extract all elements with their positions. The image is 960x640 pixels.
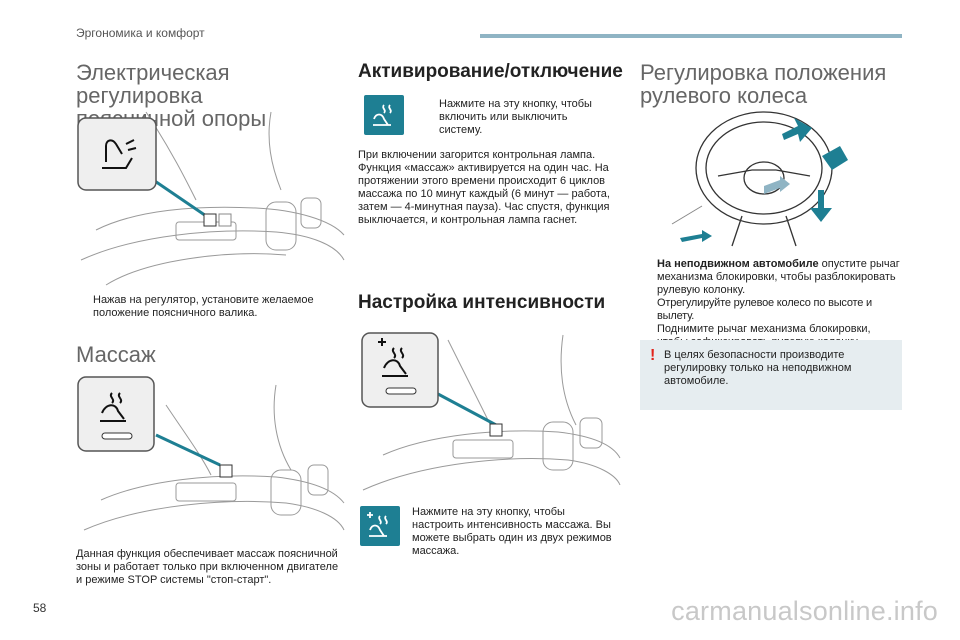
steering-title: Регулировка положения рулевого колеса: [640, 61, 902, 107]
section-header: Эргономика и комфорт: [76, 26, 205, 40]
massage-button-icon: [364, 95, 404, 135]
steering-wheel-illustration: [671, 111, 848, 247]
massage-seat-illustration: [77, 376, 345, 531]
lumbar-instructions: Нажав на регулятор, установите желаемое …: [76, 294, 346, 320]
page-number: 58: [33, 601, 47, 615]
lumbar-title-line1: Электрическая регулировка: [76, 60, 230, 108]
steering-bullet-1: На неподвижном автомобиле опустите рычаг…: [657, 258, 900, 296]
warning-icon: !: [650, 347, 656, 364]
steering-bullet-2: Отрегулируйте рулевое колесо по высоте и…: [657, 297, 872, 322]
intensity-title: Настройка интенсивности: [358, 292, 606, 313]
header-bar: [480, 34, 902, 38]
steering-title-line2: рулевого колеса: [640, 83, 808, 108]
activation-instructions: Нажмите на эту кнопку, чтобы включить ил…: [422, 98, 612, 137]
activation-title: Активирование/отключение: [358, 61, 623, 82]
steering-title-line1: Регулировка положения: [640, 60, 887, 85]
intensity-seat-illustration: [361, 332, 621, 491]
safety-warning-box: ! В целях безопасности производите регул…: [640, 340, 902, 410]
steering-instructions: На неподвижном автомобиле опустите рычаг…: [640, 258, 902, 349]
lumbar-seat-illustration: [77, 111, 345, 286]
activation-bullet: Нажмите на эту кнопку, чтобы включить ил…: [439, 98, 592, 136]
intensity-description: Нажмите на эту кнопку, чтобы настроить и…: [412, 506, 612, 557]
massage-title: Массаж: [76, 342, 156, 367]
lumbar-bullet: Нажав на регулятор, установите желаемое …: [93, 294, 314, 319]
intensity-button-icon: [360, 506, 400, 546]
massage-description: Данная функция обеспечивает массаж поясн…: [76, 548, 339, 586]
safety-warning-text: В целях безопасности производите регулир…: [664, 349, 852, 387]
watermark: carmanualsonline.info: [671, 596, 938, 626]
activation-description: При включении загорится контрольная ламп…: [358, 149, 610, 226]
